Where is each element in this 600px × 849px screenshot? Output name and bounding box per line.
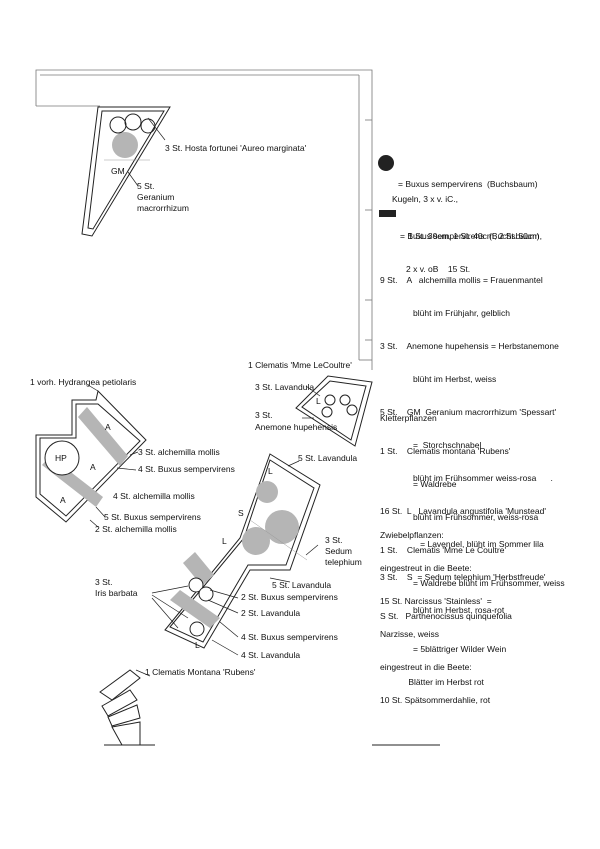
bed-letter-a-1: A bbox=[105, 422, 111, 432]
label-anemone-1: 3 St. bbox=[255, 410, 272, 420]
bulb-line: 10 St. Spätsommerdahlie, rot bbox=[380, 695, 491, 705]
label-geranium-2: Geranium bbox=[137, 192, 174, 202]
label-hosta: 3 St. Hosta fortunei 'Aureo marginata' bbox=[165, 143, 307, 153]
bed-center bbox=[164, 453, 321, 649]
climber-line: = Waldrebe bbox=[380, 479, 457, 489]
label-alchemilla-2: 2 St. alchemilla mollis bbox=[95, 524, 177, 534]
legend-buxus-ball-line-1: = Buxus sempervirens (Buchsbaum) bbox=[398, 179, 538, 189]
hosta-shrub bbox=[112, 132, 138, 158]
label-buxus-4b: 4 St. Buxus sempervirens bbox=[241, 632, 338, 642]
bed-letter-hp: HP bbox=[55, 453, 67, 463]
climber-line: Kletterpflanzen bbox=[380, 413, 437, 423]
bed-letter-l-1: L bbox=[316, 396, 321, 406]
plant-line: blüht im Herbst, rosa-rot bbox=[380, 605, 505, 615]
label-geranium-1: 5 St. bbox=[137, 181, 154, 191]
climber-line: Blätter im Herbst rot bbox=[380, 677, 484, 687]
climber-line: 1 St. Clematis 'Mme Le Coultre' bbox=[380, 545, 507, 555]
bulb-line: eingestreut in die Beete: bbox=[380, 563, 472, 573]
plant-line: 16 St. L Lavandula angustifolia 'Munstea… bbox=[380, 506, 546, 516]
label-sedum-1: 3 St. bbox=[325, 535, 342, 545]
plant-line: blüht im Frühsommer weiss-rosa . bbox=[380, 473, 553, 483]
label-lavandula-5b: 5 St. Lavandula bbox=[272, 580, 331, 590]
climber-line: blüht im Frühsommer, weiss-rosa bbox=[380, 512, 539, 522]
label-buxus-4a: 4 St. Buxus sempervirens bbox=[138, 464, 235, 474]
bed-letter-a-3: A bbox=[60, 495, 66, 505]
legend-bulbs: Zwiebelpflanzen: eingestreut in die Beet… bbox=[380, 508, 492, 717]
label-buxus-2: 2 St. Buxus sempervirens bbox=[241, 592, 338, 602]
label-alchemilla-3: 3 St. alchemilla mollis bbox=[138, 447, 220, 457]
bulb-line: eingestreut in die Beete: bbox=[380, 662, 472, 672]
label-alchemilla-4: 4 St. alchemilla mollis bbox=[113, 491, 195, 501]
plant-line: blüht im Herbst, weiss bbox=[380, 374, 497, 384]
legend-buxus-ball-details: Kugeln, 3 x v. iC., 1 St. 30cm, 1 St. 40… bbox=[392, 172, 539, 253]
leader-lines bbox=[87, 117, 321, 677]
bed-top bbox=[81, 106, 171, 237]
bed-small-right bbox=[295, 375, 373, 447]
legend-buxus-ball: = Buxus sempervirens (Buchsbaum) bbox=[398, 157, 538, 201]
legend-climbers: Kletterpflanzen 1 St. Clematis montana '… bbox=[380, 391, 565, 699]
legend-buxus-hedge-line-1: = Buxus sempervirens (Buchsbaum), bbox=[400, 231, 542, 241]
legend-buxus-hedge-line-2: 2 x v. oB 15 St. bbox=[406, 264, 471, 274]
bulb-line: 15 St. Narcissus 'Stainless' = bbox=[380, 596, 492, 606]
house-outline bbox=[35, 69, 373, 370]
legend-buxus-ball-line-3: 1 St. 30cm, 1 St. 40cm, 2 St. 50cm bbox=[408, 231, 540, 241]
climber-line: = 5blättriger Wilder Wein bbox=[380, 644, 507, 654]
climber-line: 1 St. Clematis montana 'Rubens' bbox=[380, 446, 511, 456]
label-gm: GM bbox=[111, 166, 125, 176]
label-lavandula-5a: 5 St. Lavandula bbox=[298, 453, 357, 463]
label-clematis-lecoultre: 1 Clematis 'Mme LeCoultre' bbox=[248, 360, 352, 370]
climber-line: = Waldrebe blüht im Frühsommer, weiss bbox=[380, 578, 565, 588]
label-iris-2: Iris barbata bbox=[95, 588, 138, 598]
plant-line: 5 St. GM Geranium macrorrhizum 'Spessart… bbox=[380, 407, 557, 417]
bed-left bbox=[35, 389, 147, 523]
bed-letter-l-2: L bbox=[268, 466, 273, 476]
bed-letter-l-4: L bbox=[195, 640, 200, 650]
plant-line: = Lavendel, blüht im Sommer lila bbox=[380, 539, 544, 549]
label-anemone-2: Anemone hupehensis bbox=[255, 422, 337, 432]
hydrangea-circle bbox=[44, 440, 80, 476]
pergola bbox=[99, 669, 440, 746]
plant-line: blüht im Frühjahr, gelblich bbox=[380, 308, 510, 318]
bed-letter-a-2: A bbox=[90, 462, 96, 472]
label-lavandula-3: 3 St. Lavandula bbox=[255, 382, 314, 392]
legend-buxus-hedge-icon bbox=[379, 210, 396, 217]
plant-line: 9 St. A alchemilla mollis = Frauenmantel bbox=[380, 275, 543, 285]
label-lavandula-2: 2 St. Lavandula bbox=[241, 608, 300, 618]
label-lavandula-4: 4 St. Lavandula bbox=[241, 650, 300, 660]
legend-plant-list: 9 St. A alchemilla mollis = Frauenmantel… bbox=[380, 253, 559, 627]
plant-line: = Storchschnabel bbox=[380, 440, 482, 450]
bulb-line: Zwiebelpflanzen: bbox=[380, 530, 444, 540]
label-buxus-5a: 5 St. Buxus sempervirens bbox=[104, 512, 201, 522]
label-sedum-3: telephium bbox=[325, 557, 362, 567]
legend-buxus-hedge: = Buxus sempervirens (Buchsbaum), 2 x v.… bbox=[400, 209, 542, 286]
plant-line: 3 St. S = Sedum telephium 'Herbstfreude' bbox=[380, 572, 546, 582]
legend-buxus-ball-line-2: Kugeln, 3 x v. iC., bbox=[392, 194, 458, 204]
bed-letter-s: S bbox=[238, 508, 244, 518]
bulb-line: Narzisse, weiss bbox=[380, 629, 440, 639]
climber-line: S St. Parthenocissus quinquefolia bbox=[380, 611, 512, 621]
label-iris-1: 3 St. bbox=[95, 577, 112, 587]
label-geranium-3: macrorrhizum bbox=[137, 203, 189, 213]
plant-line: 3 St. Anemone hupehensis = Herbstanemone bbox=[380, 341, 559, 351]
label-sedum-2: Sedum bbox=[325, 546, 352, 556]
legend-buxus-ball-icon bbox=[378, 155, 394, 171]
bed-letter-l-3: L bbox=[222, 536, 227, 546]
label-hydrangea: 1 vorh. Hydrangea petiolaris bbox=[30, 377, 136, 387]
label-clematis-montana: 1 Clematis Montana 'Rubens' bbox=[145, 667, 256, 677]
